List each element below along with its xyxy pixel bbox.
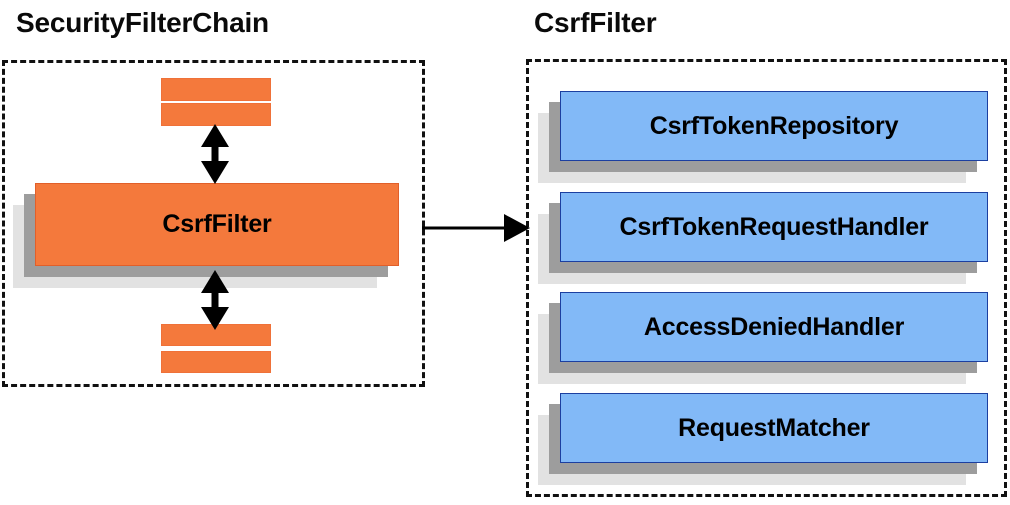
filter-bar-bottom-1 (161, 324, 271, 346)
csrffilter-detail-panel (526, 59, 1007, 497)
csrffilter-box[interactable]: CsrfFilter (35, 183, 399, 266)
component-requestmatcher[interactable]: RequestMatcher (538, 393, 988, 485)
filter-bar-top-1 (161, 78, 271, 101)
component-box[interactable]: AccessDeniedHandler (560, 292, 988, 362)
component-label: AccessDeniedHandler (643, 312, 905, 341)
component-box[interactable]: RequestMatcher (560, 393, 988, 463)
filter-bar-top-2 (161, 103, 271, 126)
csrffilter-expansion-arrow (422, 214, 530, 242)
page-title-csrffilter: CsrfFilter (534, 7, 657, 38)
page-title-securityfilterchain: SecurityFilterChain (16, 7, 269, 38)
filter-bar-bottom-2 (161, 351, 271, 373)
component-box[interactable]: CsrfTokenRequestHandler (560, 192, 988, 262)
securityfilterchain-panel (2, 60, 425, 387)
component-accessdeniedhandler[interactable]: AccessDeniedHandler (538, 292, 988, 384)
csrffilter-label: CsrfFilter (162, 210, 272, 238)
component-label: CsrfTokenRepository (649, 111, 899, 140)
component-box[interactable]: CsrfTokenRepository (560, 91, 988, 161)
component-label: RequestMatcher (678, 413, 870, 442)
component-label: CsrfTokenRequestHandler (619, 212, 929, 241)
component-csrftokenrequesthandler[interactable]: CsrfTokenRequestHandler (538, 192, 988, 284)
csrffilter-component[interactable]: CsrfFilter (13, 183, 399, 288)
component-csrftokenrepository[interactable]: CsrfTokenRepository (538, 91, 988, 183)
